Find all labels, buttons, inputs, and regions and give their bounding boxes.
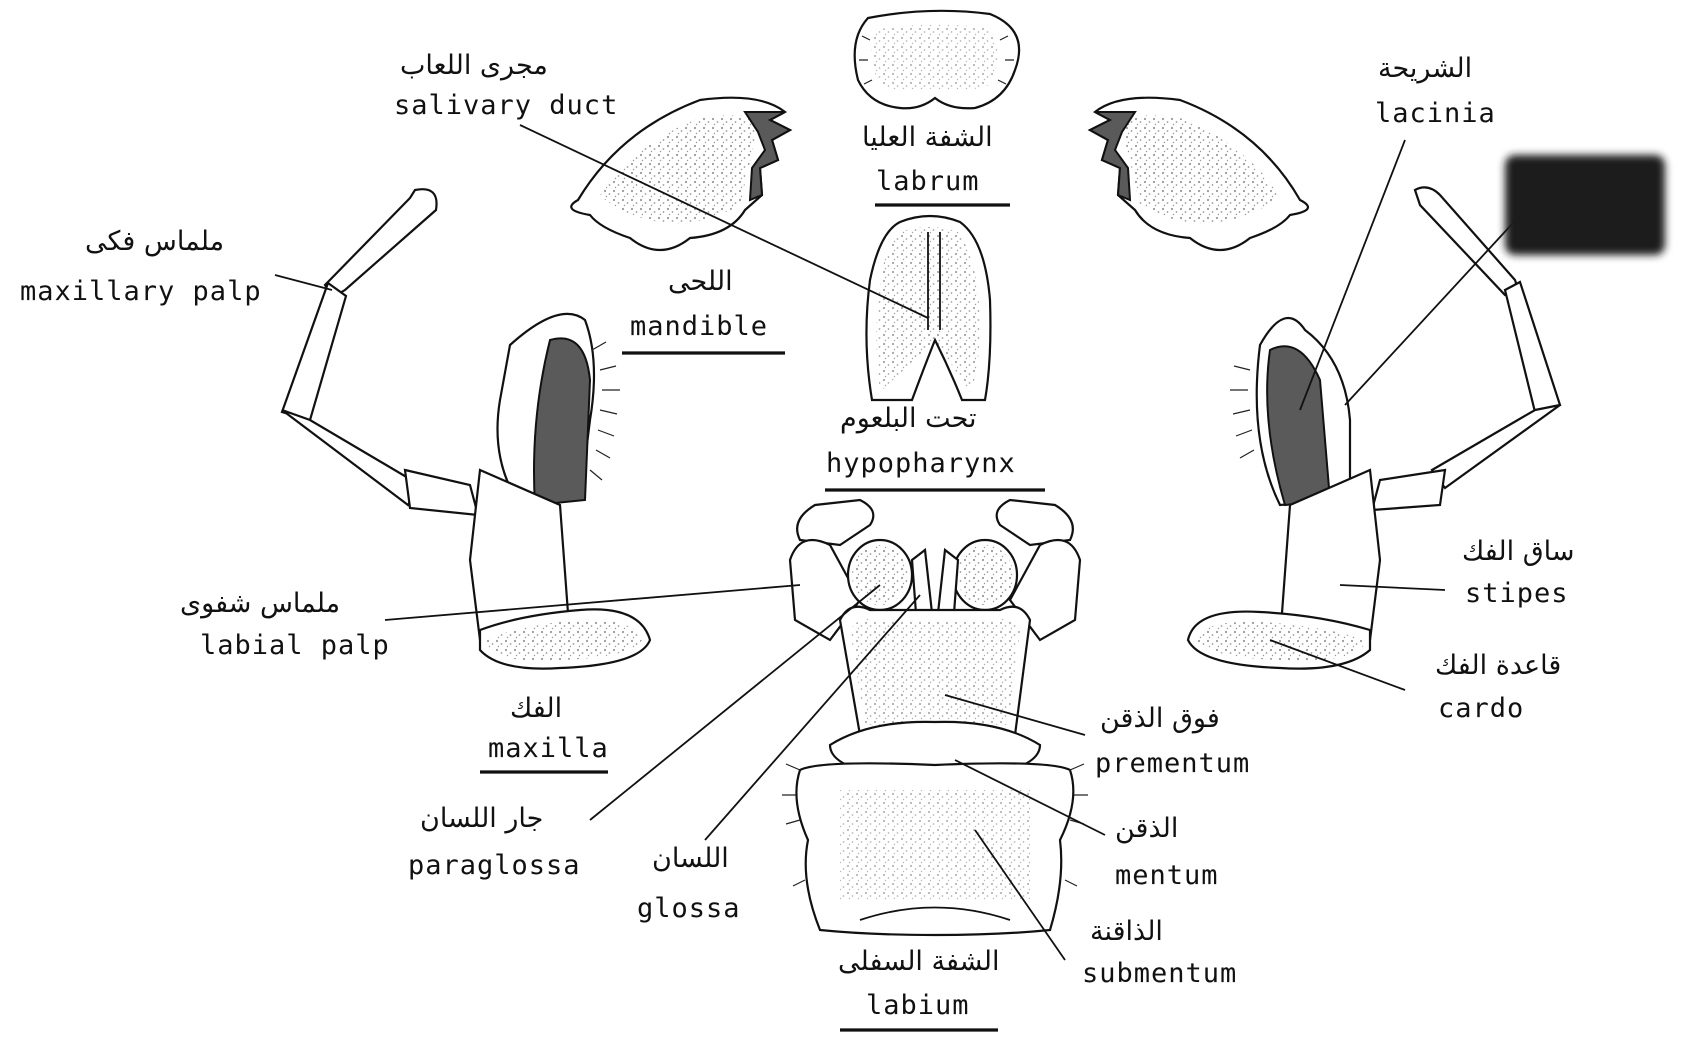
lacinia-label-en: lacinia (1375, 98, 1496, 129)
label-underlines (480, 203, 1045, 1032)
labrum-drawing (853, 9, 1021, 110)
submentum-label-en: submentum (1082, 958, 1238, 989)
left-mandible-drawing (570, 96, 793, 251)
salivary-duct-label-ar: مجرى اللعاب (400, 50, 548, 81)
submentum-label-ar: الذاقنة (1090, 916, 1163, 947)
prementum-label-en: prementum (1095, 748, 1251, 779)
labrum-label-ar: الشفة العليا (862, 122, 993, 153)
leader-lines (274, 124, 1526, 961)
maxillary-palp-label-en: maxillary palp (20, 276, 262, 307)
mentum-label-ar: الذقن (1115, 813, 1179, 844)
leader-redacted-label (1344, 209, 1526, 406)
labial-palp-label-ar: ملماس شفوى (180, 588, 341, 619)
labium-label-ar: الشفة السفلى (838, 946, 1000, 977)
maxillary-palp-label-ar: ملماس فكى (85, 226, 225, 257)
cardo-label-en: cardo (1438, 693, 1525, 724)
salivary-duct-label-en: salivary duct (394, 90, 619, 121)
hypopharynx-label-en: hypopharynx (826, 448, 1016, 479)
maxilla-label-ar: الفك (510, 693, 563, 724)
labium-label-en: labium (866, 990, 970, 1021)
leader-submentum (974, 829, 1066, 961)
leader-mentum (954, 759, 1106, 836)
leader-prementum (944, 694, 1086, 736)
mentum-label-en: mentum (1115, 860, 1219, 891)
paraglossa-label-ar: جار اللسان (420, 803, 544, 834)
labial-palp-label-en: labial palp (200, 630, 390, 661)
mandible-label-en: mandible (630, 311, 769, 342)
leader-cardo (1269, 639, 1406, 691)
leader-paraglossa (589, 584, 881, 821)
redaction-block (1505, 155, 1665, 255)
glossa-label-ar: اللسان (652, 843, 729, 874)
stipes-label-ar: ساق الفك (1462, 536, 1575, 567)
leader-stipes (1339, 584, 1446, 591)
labrum-label-en: labrum (876, 166, 980, 197)
prementum-label-ar: فوق الذقن (1100, 703, 1220, 734)
leader-salivary-duct (519, 124, 929, 319)
cardo-label-ar: قاعدة الفك (1435, 650, 1562, 681)
leader-labial-palp (384, 584, 801, 621)
right-maxilla-drawing (1186, 186, 1562, 670)
leader-lacinia (1299, 139, 1406, 411)
lacinia-label-ar: الشريحة (1378, 53, 1473, 84)
glossa-label-en: glossa (637, 893, 741, 924)
left-maxilla-drawing (280, 188, 652, 670)
paraglossa-label-en: paraglossa (408, 850, 581, 881)
hypopharynx-label-ar: تحت البلعوم (840, 403, 977, 434)
mandible-label-ar: اللحى (668, 266, 733, 297)
stipes-label-en: stipes (1465, 578, 1569, 609)
hypopharynx-drawing (865, 214, 992, 402)
leader-maxillary-palp (274, 274, 333, 291)
leader-glossa (704, 594, 921, 841)
maxilla-label-en: maxilla (488, 733, 609, 764)
labium-drawing (782, 498, 1088, 937)
right-mandible-drawing (1087, 96, 1310, 251)
